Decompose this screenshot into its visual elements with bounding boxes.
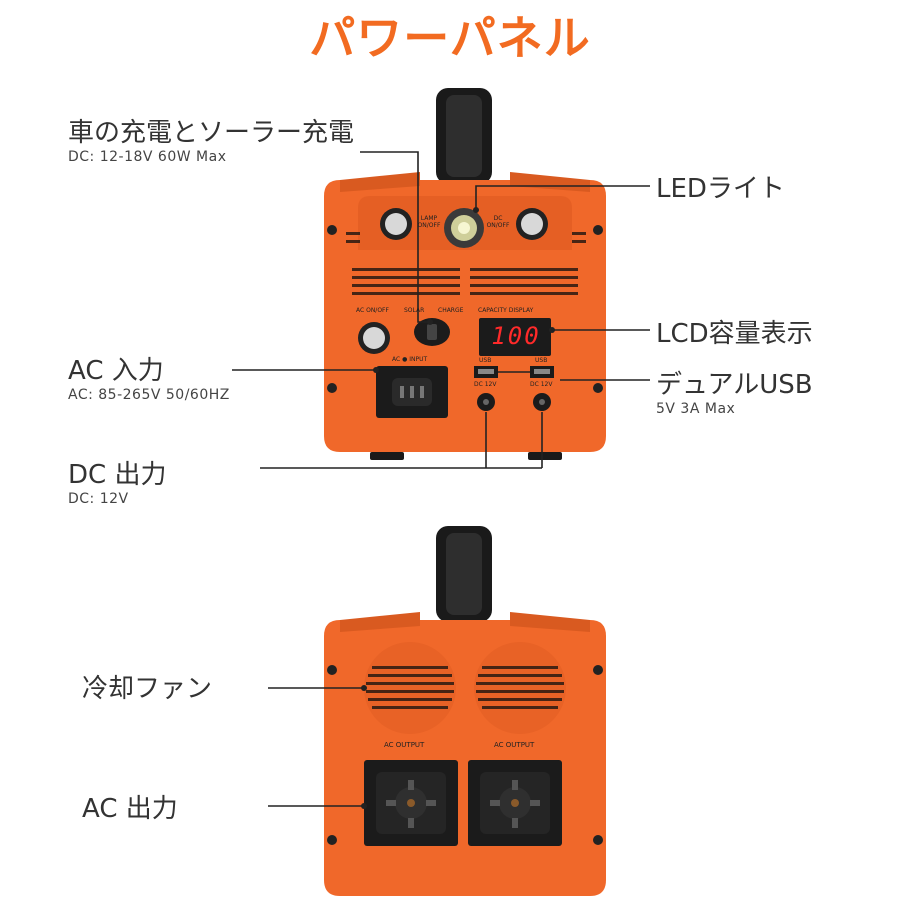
car-solar-charge-label: 車の充電とソーラー充電 — [68, 118, 355, 148]
ac-input-marking: AC ● INPUT — [392, 356, 428, 363]
callout-ac-input: AC 入力 AC: 85-265V 50/60HZ — [68, 350, 230, 403]
car-solar-charge-spec: DC: 12-18V 60W Max — [68, 149, 227, 165]
ac-input-label: AC 入力 — [68, 356, 164, 386]
capacity-display-marking: CAPACITY DISPLAY — [478, 307, 534, 314]
ac-switch-marking: AC ON/OFF — [356, 307, 389, 314]
dc-left-marking: DC 12V — [474, 381, 497, 388]
usb-left-marking: USB — [479, 357, 492, 364]
rear-unit — [324, 526, 606, 896]
front-unit — [324, 88, 606, 460]
callout-ac-output: AC 出力 — [82, 788, 178, 825]
lamp-switch-marking: LAMP ON/OFF — [417, 215, 441, 229]
callout-led-light: LEDライト — [656, 168, 785, 205]
ac-input-spec: AC: 85-265V 50/60HZ — [68, 387, 230, 403]
callout-lcd-display: LCD容量表示 — [656, 313, 813, 350]
dual-usb-spec: 5V 3A Max — [656, 401, 736, 417]
callout-cooling-fan: 冷却ファン — [82, 668, 212, 705]
lcd-display-label: LCD容量表示 — [656, 319, 813, 349]
rear-body — [324, 620, 606, 896]
lcd-screen — [479, 318, 551, 356]
dc-switch-marking: DC ON/OFF — [486, 215, 510, 229]
outlet-right-marking: AC OUTPUT — [494, 741, 535, 749]
dual-usb-label: デュアルUSB — [656, 370, 813, 400]
led-light-label: LEDライト — [656, 174, 785, 204]
cooling-fan-left — [364, 642, 456, 734]
charge-marking: CHARGE — [438, 307, 464, 314]
callout-dc-output: DC 出力 DC: 12V — [68, 454, 166, 507]
callout-car-solar-charge: 車の充電とソーラー充電 DC: 12-18V 60W Max — [68, 112, 354, 165]
callout-lines — [232, 151, 650, 807]
lcd-value: 100 — [491, 322, 541, 350]
outlet-left-marking: AC OUTPUT — [384, 741, 425, 749]
dc-right-marking: DC 12V — [530, 381, 553, 388]
cooling-fan-label: 冷却ファン — [82, 674, 213, 704]
solar-marking: SOLAR — [404, 307, 425, 314]
usb-right-marking: USB — [535, 357, 548, 364]
page-title: パワーパネル — [309, 11, 591, 65]
dc-output-spec: DC: 12V — [68, 491, 129, 507]
callout-dual-usb: デュアルUSB 5V 3A Max — [656, 364, 813, 417]
ac-output-label: AC 出力 — [82, 794, 178, 824]
dc-output-label: DC 出力 — [68, 460, 167, 490]
cooling-fan-right — [474, 642, 566, 734]
